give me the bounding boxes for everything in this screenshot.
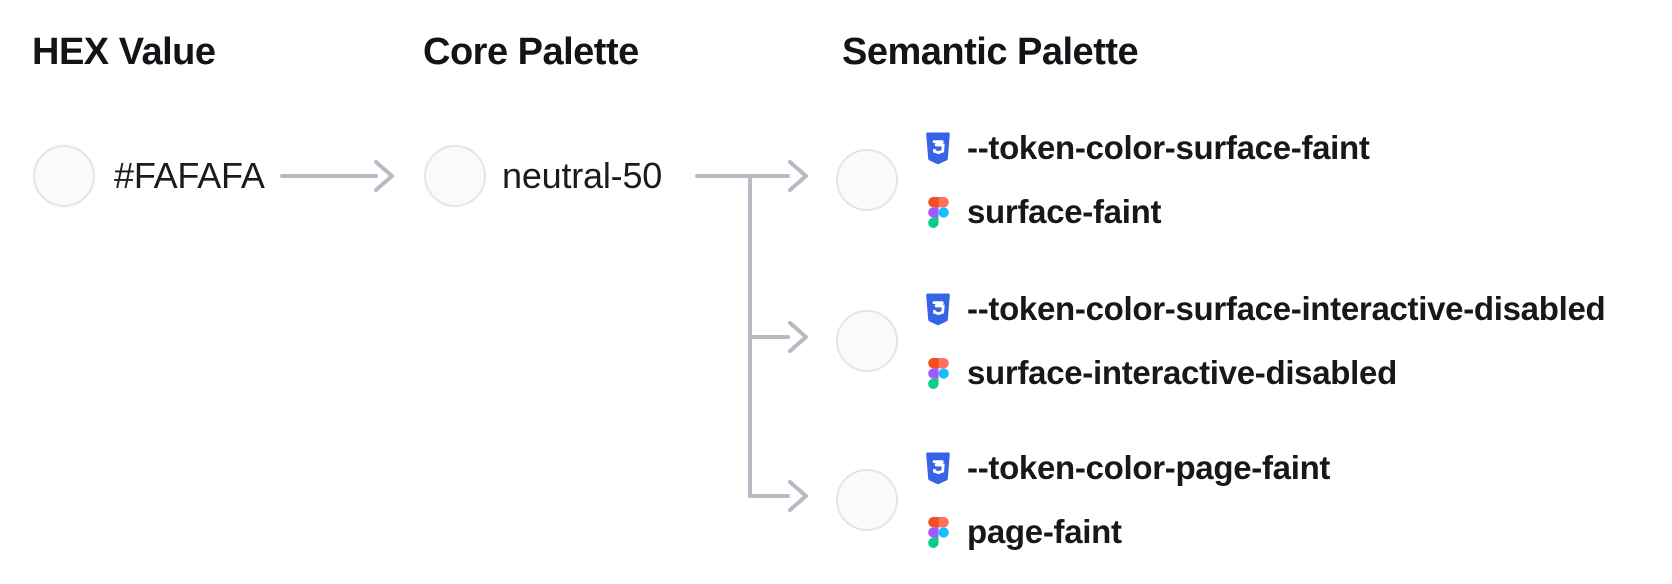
figma-token-line: surface-interactive-disabled [925,354,1605,392]
figma-token-line: surface-faint [925,193,1370,231]
figma-logo-icon [925,516,951,548]
figma-logo-icon [925,196,951,228]
color-swatch [836,149,898,211]
semantic-palette-column-title: Semantic Palette [842,31,1139,73]
css-token-line: --token-color-surface-interactive-disabl… [925,290,1606,328]
css-token-line: --token-color-surface-faint [925,129,1370,167]
figma-logo-icon [925,357,951,389]
color-swatch [836,469,898,531]
hex-value-row: #FAFAFA [33,145,265,207]
figma-token-name: page-faint [967,513,1122,550]
semantic-token-row: --token-color-surface-faint surface-fain… [836,129,1370,231]
core-palette-row: neutral-50 [424,145,662,207]
css3-shield-icon [925,293,951,326]
figma-token-name: surface-interactive-disabled [967,354,1397,391]
css-variable-name: --token-color-surface-faint [967,129,1370,166]
figma-token-name: surface-faint [967,193,1162,230]
figma-token-line: page-faint [925,513,1330,551]
color-swatch [836,310,898,372]
hex-value-column-title: HEX Value [32,31,216,73]
css-token-line: --token-color-page-faint [925,449,1330,487]
core-palette-name: neutral-50 [502,155,663,196]
css3-shield-icon [925,132,951,165]
color-swatch [33,145,95,207]
semantic-token-row: --token-color-page-faint page-faint [836,449,1330,551]
color-swatch [424,145,486,207]
css3-shield-icon [925,452,951,485]
core-palette-column-title: Core Palette [423,31,639,73]
semantic-token-row: --token-color-surface-interactive-disabl… [836,290,1606,392]
css-variable-name: --token-color-surface-interactive-disabl… [967,290,1606,327]
css-variable-name: --token-color-page-faint [967,449,1331,486]
hex-value-text: #FAFAFA [114,155,265,196]
